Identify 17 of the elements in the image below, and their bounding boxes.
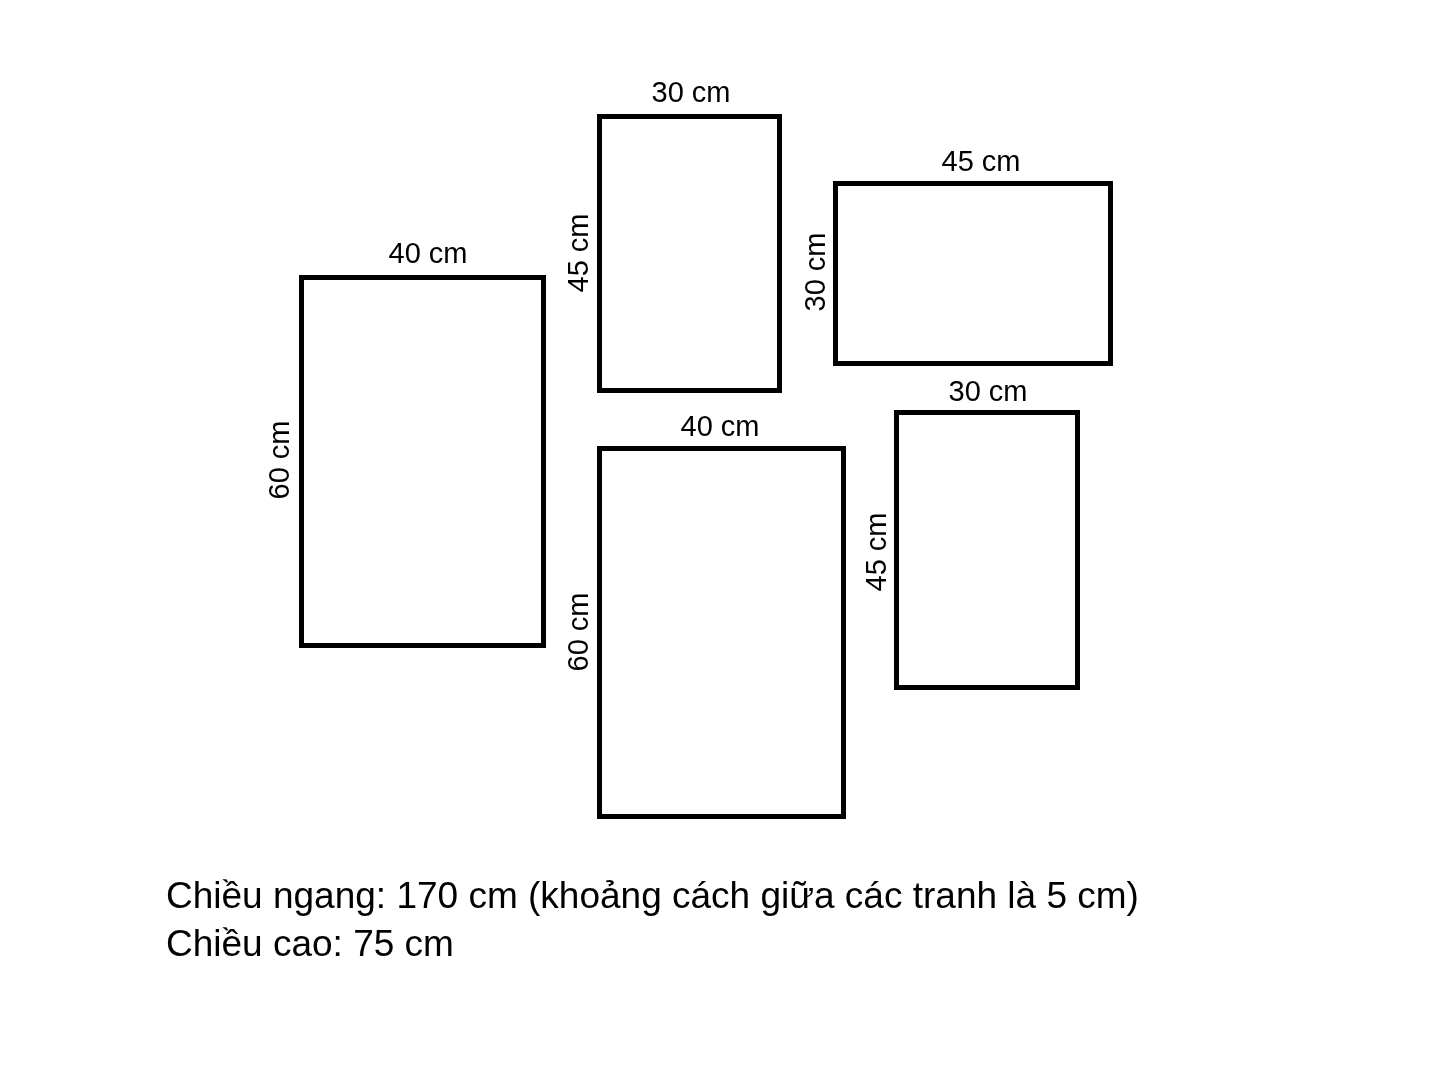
dimension-label: 60 cm	[264, 420, 294, 500]
dimension-note: Chiều ngang: 170 cm (khoảng cách giữa các tranh là 5 cm)	[166, 874, 1139, 918]
dimension-label: 40 cm	[388, 238, 468, 268]
dimension-label: 30 cm	[948, 376, 1028, 406]
dimension-label: 60 cm	[563, 592, 593, 672]
frame-rectangle	[597, 114, 782, 393]
dimension-label: 40 cm	[680, 411, 760, 441]
frame-rectangle	[597, 446, 846, 819]
frame-rectangle	[894, 410, 1080, 690]
dimension-label: 45 cm	[861, 512, 891, 592]
dimension-label: 45 cm	[563, 213, 593, 293]
dimension-label: 30 cm	[800, 232, 830, 312]
frame-rectangle	[299, 275, 546, 648]
dimension-label: 45 cm	[941, 146, 1021, 176]
dimension-label: 30 cm	[651, 77, 731, 107]
dimension-note: Chiều cao: 75 cm	[166, 922, 454, 966]
frame-rectangle	[833, 181, 1113, 366]
